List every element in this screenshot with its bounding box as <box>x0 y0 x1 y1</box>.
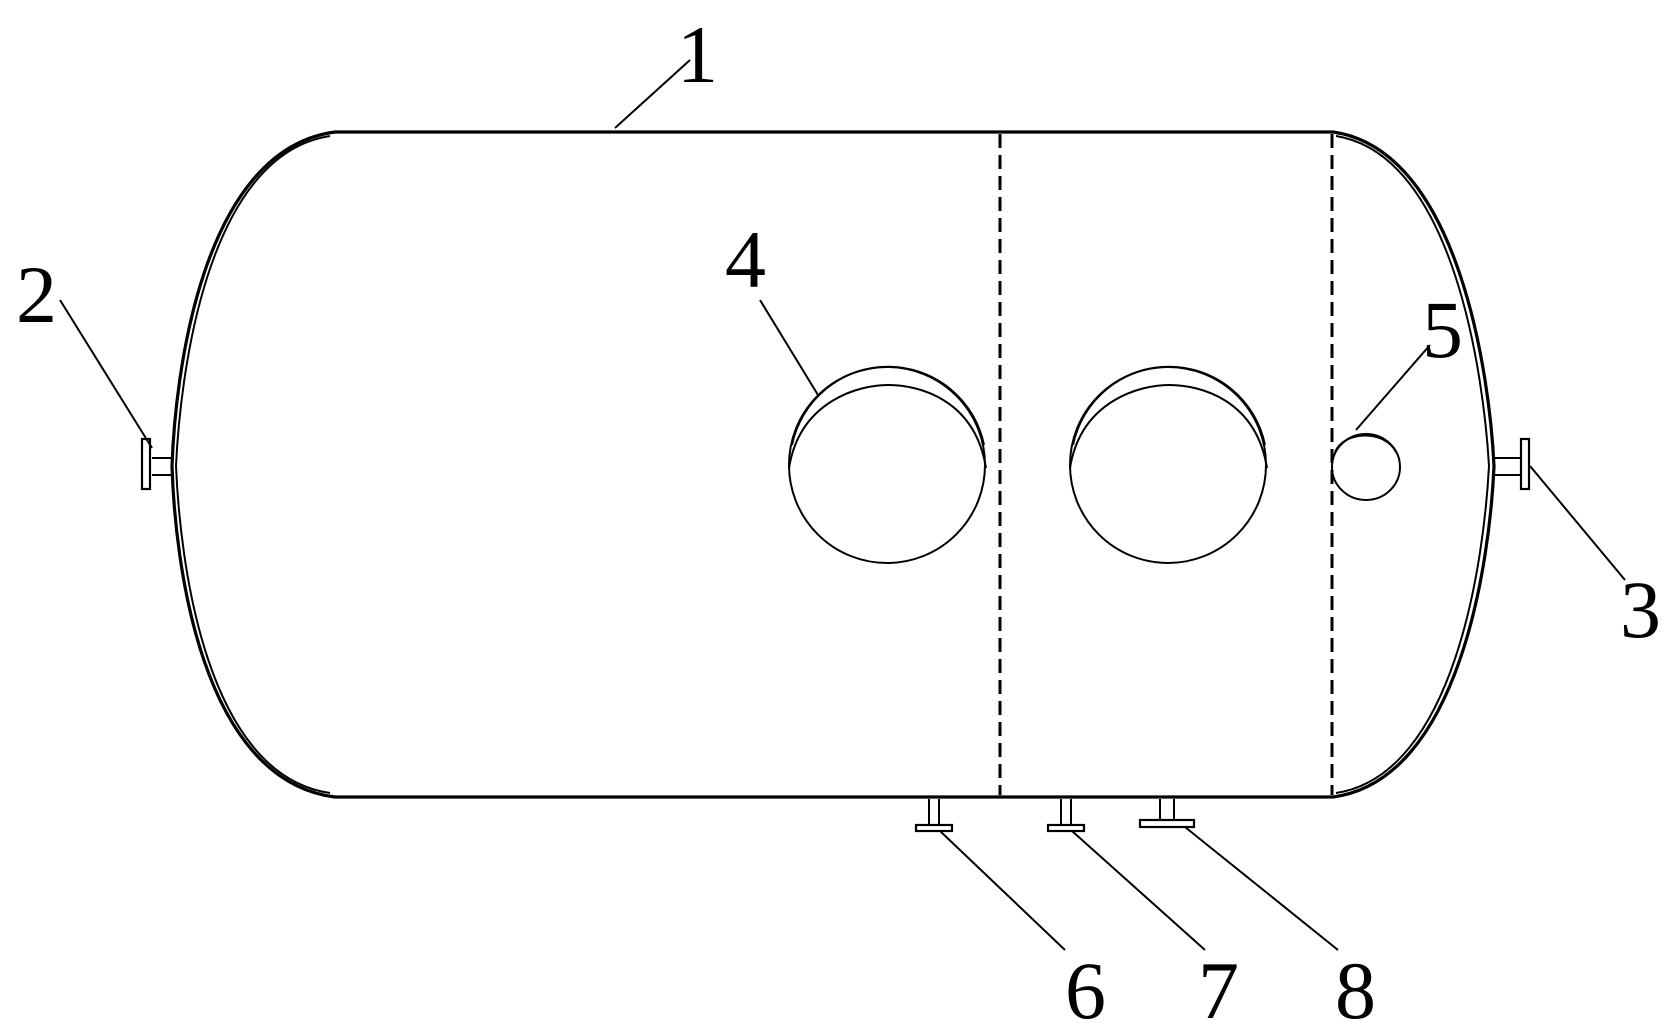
leader-5 <box>1355 344 1431 431</box>
leader-7 <box>1071 830 1206 951</box>
label-3: 3 <box>1620 564 1661 655</box>
leader-3 <box>1529 465 1626 581</box>
leader-8 <box>1184 826 1339 951</box>
manhole-4 <box>788 365 987 564</box>
right-head-inner-line <box>1335 135 1491 794</box>
label-2: 2 <box>16 249 57 340</box>
leader-2 <box>59 299 153 449</box>
nozzle-2 <box>140 437 174 491</box>
nozzle-6 <box>914 799 954 833</box>
label-8: 8 <box>1335 945 1376 1032</box>
leader-4 <box>759 299 819 396</box>
leader-1 <box>614 59 691 129</box>
label-7: 7 <box>1198 945 1239 1032</box>
opening-5 <box>1331 433 1401 501</box>
left-head-inner-line <box>174 135 331 794</box>
manhole-right <box>1069 365 1268 564</box>
nozzle-8 <box>1138 799 1196 829</box>
label-4: 4 <box>725 214 766 305</box>
tank-shell-outline <box>170 130 1496 799</box>
label-1: 1 <box>677 9 718 100</box>
leader-6 <box>939 830 1066 951</box>
nozzle-3 <box>1494 437 1531 491</box>
nozzle-7 <box>1046 799 1086 833</box>
label-5: 5 <box>1422 284 1463 375</box>
label-6: 6 <box>1065 945 1106 1032</box>
